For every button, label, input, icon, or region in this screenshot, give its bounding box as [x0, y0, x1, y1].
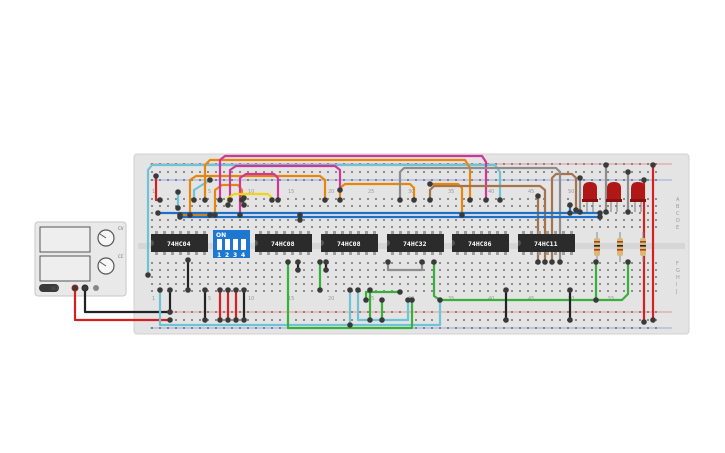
row-number: 30 [408, 189, 414, 195]
row-number: 10 [248, 296, 254, 302]
resistor-3[interactable] [640, 232, 646, 262]
dip-switch[interactable]: ON 1 2 3 4 [213, 230, 250, 259]
column-letter: J [675, 289, 677, 295]
ic-chip-u3[interactable]: 74HC08 [321, 231, 378, 255]
row-number: 35 [448, 189, 454, 195]
row-number: 15 [288, 189, 294, 195]
row-number: 25 [368, 296, 374, 302]
column-letter: A [676, 197, 680, 203]
dip-pos-1: 1 [217, 252, 221, 259]
column-letter: D [676, 218, 680, 224]
svg-text:CC: CC [118, 254, 124, 259]
dip-toggle-3[interactable] [233, 239, 238, 250]
resistor-1[interactable] [594, 232, 600, 262]
row-number: 25 [368, 189, 374, 195]
power-supply[interactable]: CV CC OFF [34, 221, 127, 297]
led-1[interactable] [582, 182, 598, 212]
svg-text:CV: CV [118, 226, 124, 231]
psu-display-voltage [39, 226, 91, 253]
dip-pos-2: 2 [225, 252, 229, 259]
column-letter: G [676, 268, 680, 274]
ic-chip-u2[interactable]: 74HC08 [255, 231, 312, 255]
ic-chip-u4[interactable]: 74HC32 [387, 231, 444, 255]
ic-chip-u5[interactable]: 74HC86 [452, 231, 509, 255]
led-3[interactable] [630, 182, 646, 212]
dip-switch-on-label: ON [216, 232, 226, 239]
wire-endpoints [72, 162, 656, 328]
row-number: 40 [488, 189, 494, 195]
row-number: 5 [208, 296, 211, 302]
ic-chips[interactable]: 74HC04 74HC08 74HC08 74HC32 74HC86 74HC11 [151, 231, 575, 255]
ic-chip-u6[interactable]: 74HC11 [518, 231, 575, 255]
column-letter: I [676, 282, 677, 288]
column-letter: E [676, 225, 679, 231]
column-letter: B [676, 204, 680, 210]
dip-pos-3: 3 [233, 252, 237, 259]
psu-power-button[interactable] [39, 284, 59, 292]
dip-toggle-2[interactable] [225, 239, 230, 250]
row-number: 20 [328, 189, 334, 195]
dip-toggle-1[interactable] [217, 239, 222, 250]
ic-chip-label: 74HC04 [167, 240, 191, 248]
ic-chip-label: 74HC86 [468, 240, 492, 248]
psu-terminal-ground[interactable] [93, 285, 99, 291]
leds[interactable] [582, 182, 646, 212]
resistor-2[interactable] [617, 232, 623, 262]
psu-power-button-label: OFF [51, 286, 59, 291]
resistors[interactable] [594, 232, 646, 262]
ic-chip-label: 74HC08 [337, 240, 361, 248]
dip-toggle-4[interactable] [241, 239, 246, 250]
ic-chip-u1[interactable]: 74HC04 [151, 231, 208, 255]
ic-chip-label: 74HC08 [271, 240, 295, 248]
ic-chip-label: 74HC11 [534, 240, 558, 248]
column-letter: H [676, 275, 680, 281]
row-number: 5 [208, 189, 211, 195]
row-number: 50 [568, 189, 574, 195]
row-number: 1 [152, 296, 155, 302]
row-number: 20 [328, 296, 334, 302]
row-number: 15 [288, 296, 294, 302]
dip-pos-4: 4 [241, 252, 245, 259]
row-number: 1 [152, 189, 155, 195]
ic-chip-label: 74HC32 [403, 240, 427, 248]
column-letter: C [676, 211, 680, 217]
psu-display-current [39, 255, 91, 282]
column-letter: F [676, 261, 679, 267]
led-2[interactable] [606, 182, 622, 212]
row-number: 45 [528, 189, 534, 195]
row-number: 10 [248, 189, 254, 195]
